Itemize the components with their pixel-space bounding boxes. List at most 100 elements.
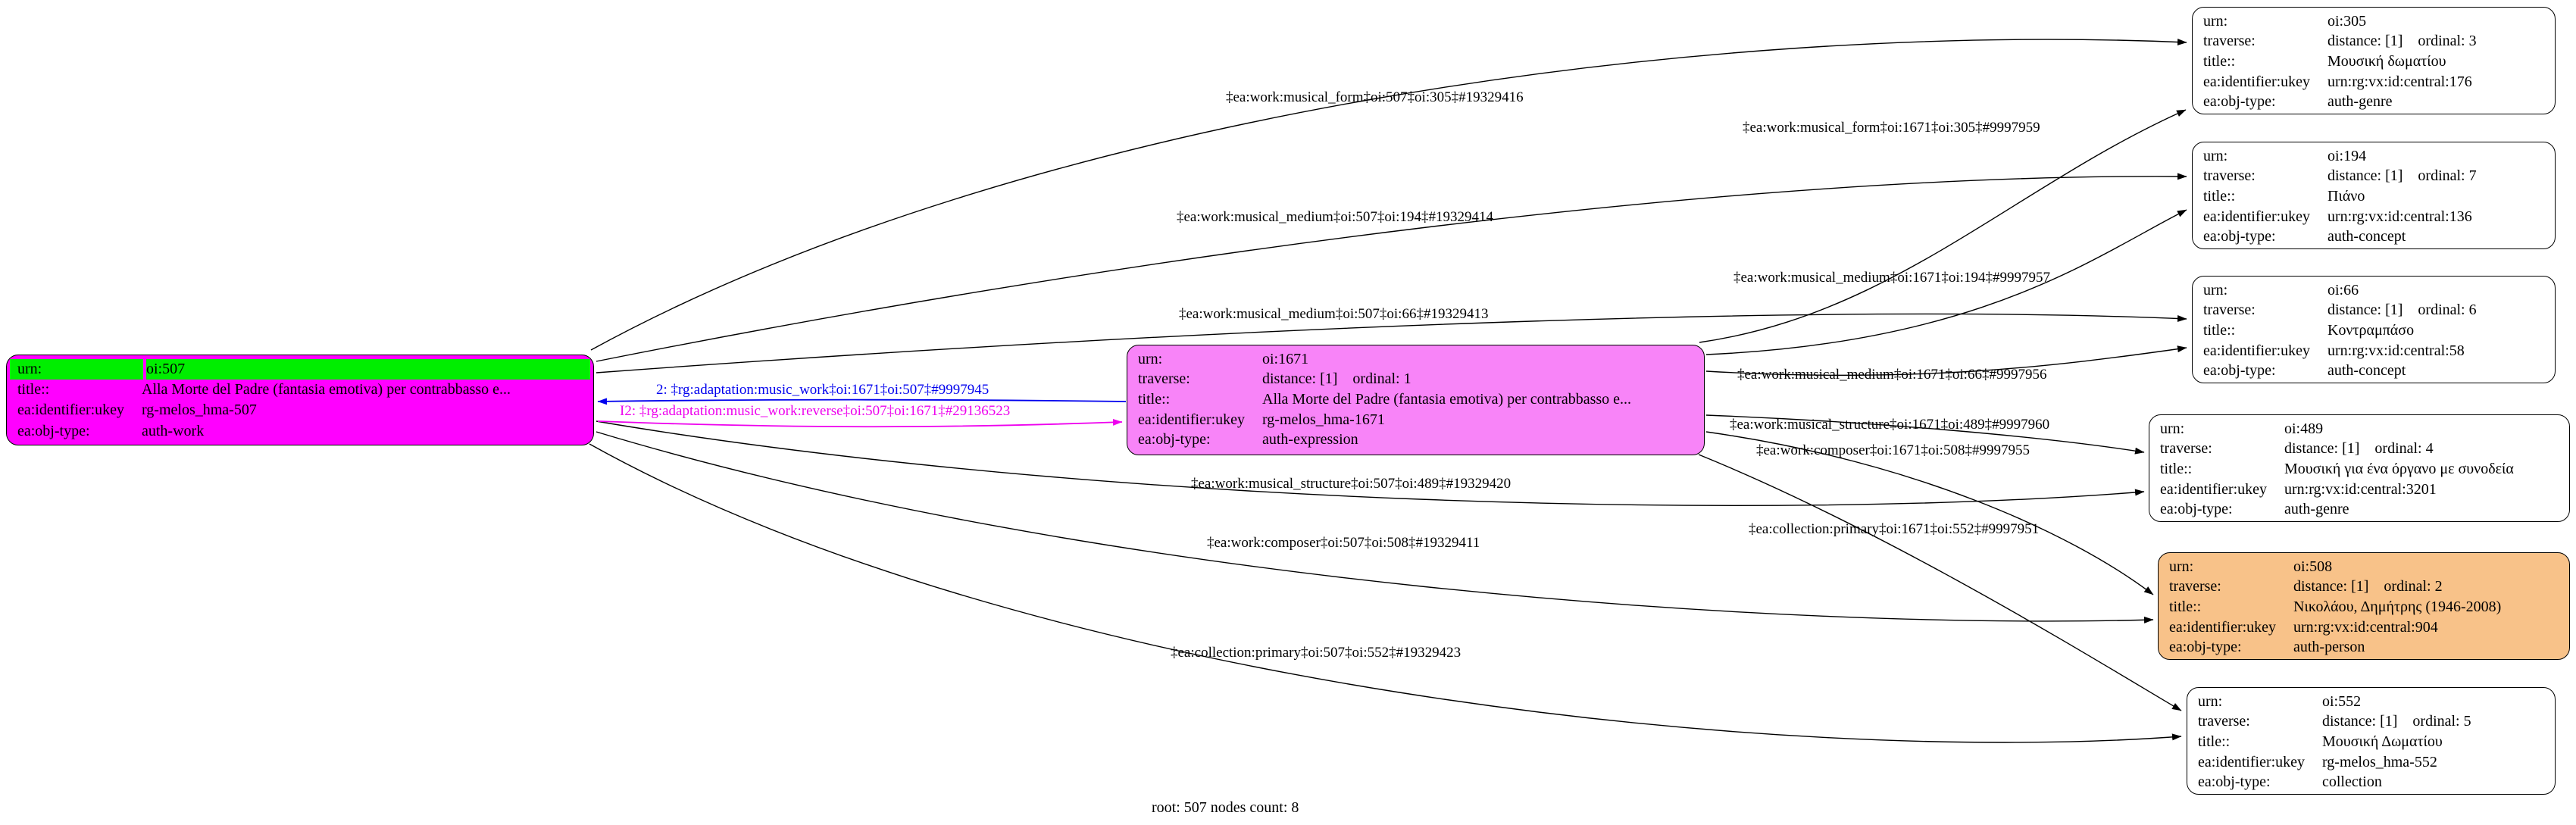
node-row-identifier: ea:identifier:ukey urn:rg:vx:id:central:… [2194, 341, 2553, 361]
graph-node-oi-507[interactable]: urn: oi:507 title:: Alla Morte del Padre… [6, 355, 594, 445]
node-row-urn: urn: oi:1671 [1129, 349, 1702, 370]
row-key: urn: [10, 359, 143, 380]
row-key: urn: [2169, 558, 2194, 575]
edge-collection-primary-507-552-path [589, 443, 2182, 743]
node-row-obj-type: ea:obj-type: auth-person [2160, 637, 2568, 658]
row-key: ea:identifier:ukey [2169, 618, 2277, 636]
node-row-obj-type: ea:obj-type: auth-work [8, 421, 592, 442]
node-row-obj-type: ea:obj-type: auth-concept [2194, 361, 2553, 381]
row-key: title:: [17, 381, 50, 398]
row-value: Μουσική δωματίου [2327, 52, 2446, 70]
edge-musical-form-507-305-path [590, 38, 2187, 351]
row-value: auth-expression [1262, 431, 1358, 448]
edge-musical-medium-1671-194-path [1705, 209, 2187, 355]
edge-label-collection-primary-507-552: ‡ea:collection:primary‡oi:507‡oi:552‡#19… [1171, 645, 1462, 661]
edge-label-musical-form-1671-305: ‡ea:work:musical_form‡oi:1671‡oi:305‡#99… [1743, 120, 2040, 136]
row-value: distance: [1] ordinal: 1 [1262, 370, 1411, 388]
row-key: traverse: [2198, 713, 2250, 730]
node-row-traverse: traverse: distance: [1] ordinal: 4 [2151, 439, 2568, 460]
node-row-title: title:: Μουσική για ένα όργανο με συνοδε… [2151, 459, 2568, 480]
graph-node-oi-1671[interactable]: urn: oi:1671 traverse: distance: [1] ord… [1127, 345, 1705, 455]
row-value: auth-genre [2284, 501, 2349, 518]
node-row-identifier: ea:identifier:ukey rg-melos_hma-507 [8, 400, 592, 420]
row-value: auth-concept [2327, 362, 2406, 380]
node-row-urn: urn: oi:305 [2194, 11, 2553, 32]
row-value: distance: [1] ordinal: 3 [2327, 33, 2477, 50]
row-value: Alla Morte del Padre (fantasia emotiva) … [1262, 390, 1632, 408]
edge-label-adaptation-music-work-reverse: I2: ‡rg:adaptation:music_work:reverse‡oi… [620, 403, 1011, 419]
graph-node-oi-305[interactable]: urn: oi:305 traverse: distance: [1] ordi… [2192, 7, 2556, 114]
node-row-title: title:: Μουσική δωματίου [2194, 52, 2553, 72]
graph-node-oi-508[interactable]: urn: oi:508 traverse: distance: [1] ordi… [2158, 552, 2570, 660]
row-key: ea:identifier:ukey [2203, 73, 2311, 90]
row-value: urn:rg:vx:id:central:3201 [2284, 480, 2437, 498]
row-key: urn: [1138, 350, 1163, 367]
edge-composer-1671-508-path [1705, 431, 2154, 595]
row-key: title:: [2160, 460, 2193, 477]
node-row-identifier: ea:identifier:ukey urn:rg:vx:id:central:… [2194, 207, 2553, 227]
row-key: ea:identifier:ukey [2203, 208, 2311, 225]
row-value: Μουσική για ένα όργανο με συνοδεία [2284, 460, 2514, 477]
row-key: ea:identifier:ukey [17, 402, 125, 419]
graph-node-oi-552[interactable]: urn: oi:552 traverse: distance: [1] ordi… [2187, 687, 2556, 795]
row-value: auth-genre [2327, 93, 2393, 111]
row-key: ea:obj-type: [2203, 228, 2276, 245]
row-value: Μουσική Δωματίου [2322, 733, 2443, 750]
edge-label-musical-form-507-305: ‡ea:work:musical_form‡oi:507‡oi:305‡#193… [1226, 89, 1524, 105]
node-row-urn: urn: oi:507 [8, 359, 592, 380]
node-row-identifier: ea:identifier:ukey rg-melos_hma-1671 [1129, 410, 1702, 430]
node-row-traverse: traverse: distance: [1] ordinal: 1 [1129, 370, 1702, 390]
row-value: oi:552 [2322, 692, 2362, 710]
graph-node-oi-194[interactable]: urn: oi:194 traverse: distance: [1] ordi… [2192, 142, 2556, 249]
row-key: ea:identifier:ukey [2160, 480, 2268, 498]
edge-label-composer-1671-508: ‡ea:work:composer‡oi:1671‡oi:508‡#999795… [1756, 442, 2030, 458]
row-key: ea:obj-type: [2198, 773, 2271, 791]
edge-label-musical-medium-507-66: ‡ea:work:musical_medium‡oi:507‡oi:66‡#19… [1179, 306, 1489, 322]
row-key: urn: [2203, 281, 2228, 298]
node-row-obj-type: ea:obj-type: collection [2189, 772, 2553, 792]
row-value: Alla Morte del Padre (fantasia emotiva) … [142, 381, 511, 398]
node-row-identifier: ea:identifier:ukey urn:rg:vx:id:central:… [2160, 617, 2568, 638]
edge-adaptation-music-work-path [597, 398, 1127, 405]
node-row-urn: urn: oi:194 [2194, 146, 2553, 167]
row-value: oi:508 [2293, 558, 2333, 575]
graph-node-oi-489[interactable]: urn: oi:489 traverse: distance: [1] ordi… [2149, 414, 2570, 522]
node-row-traverse: traverse: distance: [1] ordinal: 2 [2160, 577, 2568, 598]
row-value: Πιάνο [2327, 187, 2365, 205]
node-row-identifier: ea:identifier:ukey urn:rg:vx:id:central:… [2151, 480, 2568, 500]
edge-musical-structure-507-489-path [596, 420, 2145, 506]
edge-adaptation-music-work-reverse-path [597, 418, 1123, 428]
node-row-urn: urn: oi:66 [2194, 280, 2553, 301]
row-key: title:: [2169, 598, 2202, 615]
row-key: urn: [2160, 420, 2185, 437]
row-key: traverse: [2169, 578, 2221, 595]
graph-footer: root: 507 nodes count: 8 [1152, 799, 1299, 816]
row-value: distance: [1] ordinal: 6 [2327, 302, 2477, 319]
node-row-title: title:: Πιάνο [2194, 186, 2553, 207]
edge-composer-507-508-path [596, 431, 2154, 623]
row-key: title:: [2203, 52, 2236, 70]
node-row-obj-type: ea:obj-type: auth-genre [2194, 92, 2553, 112]
node-row-obj-type: ea:obj-type: auth-concept [2194, 227, 2553, 247]
row-value: auth-work [142, 422, 205, 439]
row-key: ea:obj-type: [17, 422, 90, 439]
edge-musical-medium-507-66-path [596, 313, 2187, 373]
edge-label-collection-primary-1671-552: ‡ea:collection:primary‡oi:1671‡oi:552‡#9… [1749, 521, 2040, 537]
row-key: urn: [2198, 692, 2223, 710]
row-value: distance: [1] ordinal: 4 [2284, 440, 2434, 458]
row-value: rg-melos_hma-507 [142, 402, 257, 419]
row-value: distance: [1] ordinal: 5 [2322, 713, 2471, 730]
row-key: ea:obj-type: [2203, 93, 2276, 111]
node-row-obj-type: ea:obj-type: auth-genre [2151, 499, 2568, 520]
graph-node-oi-66[interactable]: urn: oi:66 traverse: distance: [1] ordin… [2192, 276, 2556, 383]
node-row-title: title:: Μουσική Δωματίου [2189, 732, 2553, 752]
row-key: urn: [2203, 12, 2228, 30]
node-row-title: title:: Alla Morte del Padre (fantasia e… [1129, 389, 1702, 410]
row-key: ea:identifier:ukey [1138, 411, 1246, 428]
edge-label-composer-507-508: ‡ea:work:composer‡oi:507‡oi:508‡#1932941… [1207, 535, 1480, 551]
node-row-traverse: traverse: distance: [1] ordinal: 7 [2194, 167, 2553, 187]
row-key: traverse: [2203, 33, 2256, 50]
row-key: ea:obj-type: [1138, 431, 1211, 448]
node-row-traverse: traverse: distance: [1] ordinal: 5 [2189, 712, 2553, 733]
row-value: oi:507 [146, 359, 590, 380]
